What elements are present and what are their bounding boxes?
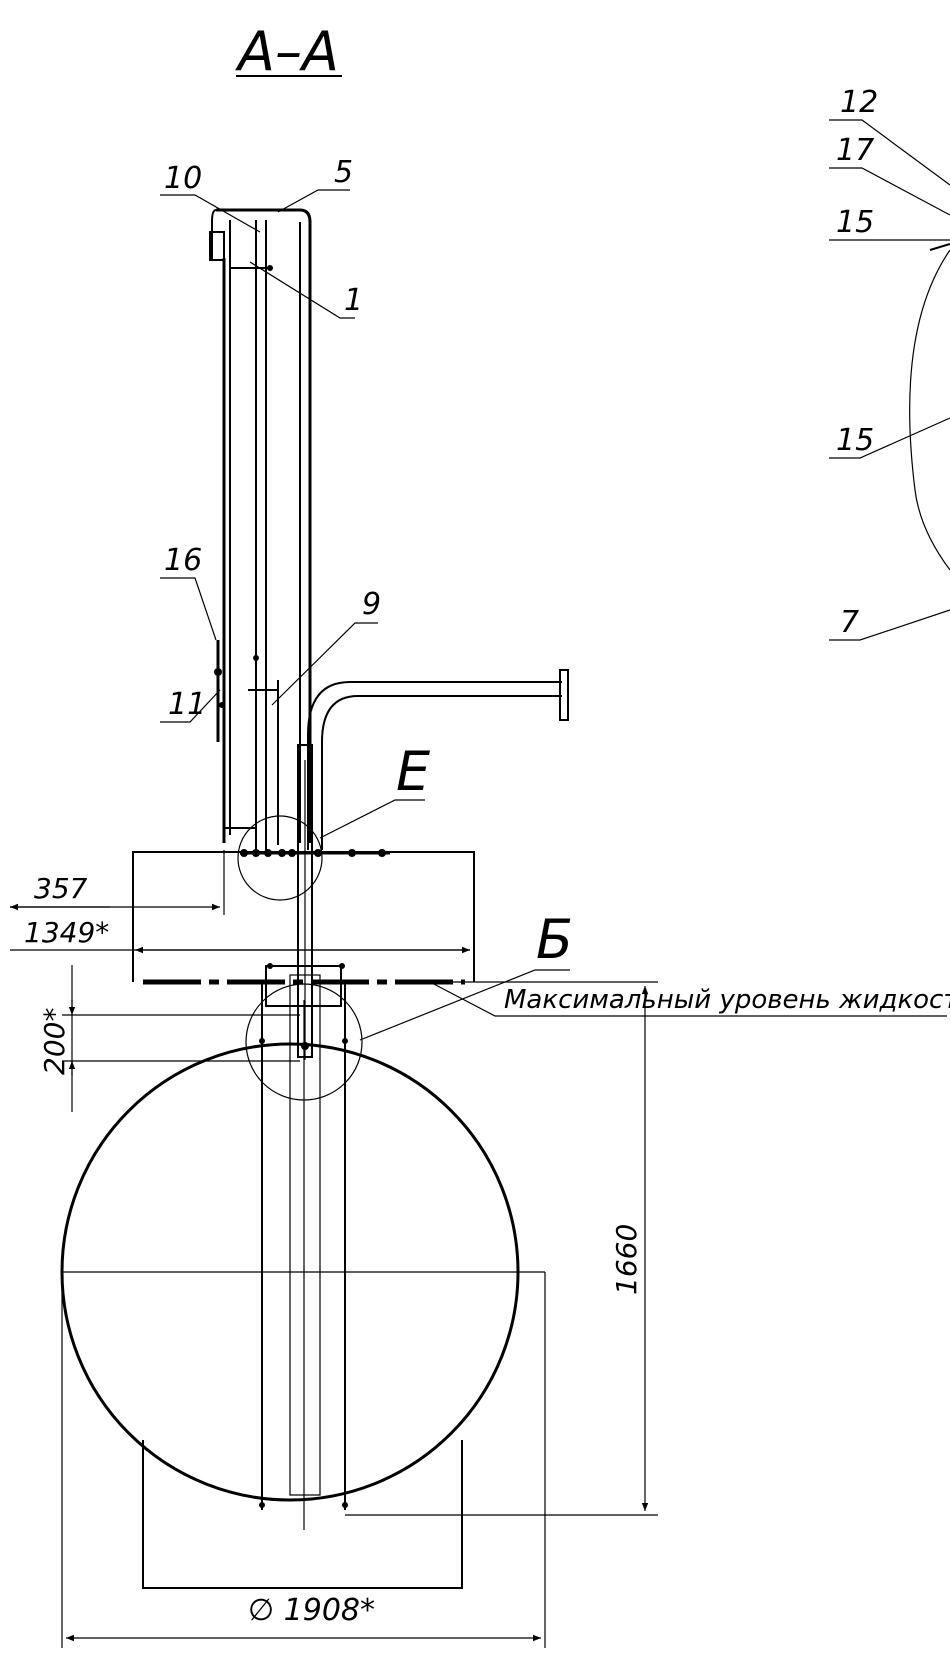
callout-5: 5	[334, 155, 353, 190]
dim-357: 357	[34, 872, 88, 905]
section-title-text: А–А	[235, 20, 339, 83]
callout-9: 9	[362, 587, 381, 622]
callout-15-upper: 15	[836, 205, 874, 240]
callout-12: 12	[840, 85, 878, 120]
detail-e-circle	[237, 815, 323, 901]
detail-b-label: Б	[536, 908, 573, 971]
dim-1349: 1349*	[24, 916, 109, 949]
vertical-column	[209, 208, 569, 1060]
dim-1660: 1660	[610, 1224, 643, 1295]
callout-11: 11	[168, 687, 206, 722]
dimension-texts: 357 1349* 200* 1660 ∅ 1908*	[24, 872, 643, 1628]
section-title: А–А	[235, 20, 342, 83]
callout-10: 10	[164, 161, 202, 196]
callout-17: 17	[836, 133, 874, 168]
callout-1: 1	[344, 283, 363, 318]
tank-assembly	[60, 851, 545, 1589]
callouts: 10 5 1 16 11 9 12 17 15 15 7 Е Б	[164, 85, 878, 971]
dimension-lines	[10, 850, 658, 1648]
callout-16: 16	[164, 543, 202, 578]
max-level-label: Максимальный уровень жидкости	[504, 985, 950, 1015]
callout-7: 7	[840, 605, 859, 640]
detail-b-circle	[245, 983, 363, 1101]
leader-lines	[160, 119, 950, 1041]
callout-15-lower: 15	[836, 423, 874, 458]
dim-200: 200*	[38, 1008, 71, 1075]
detail-e-label: Е	[396, 740, 431, 803]
dim-1908: ∅ 1908*	[248, 1593, 375, 1628]
